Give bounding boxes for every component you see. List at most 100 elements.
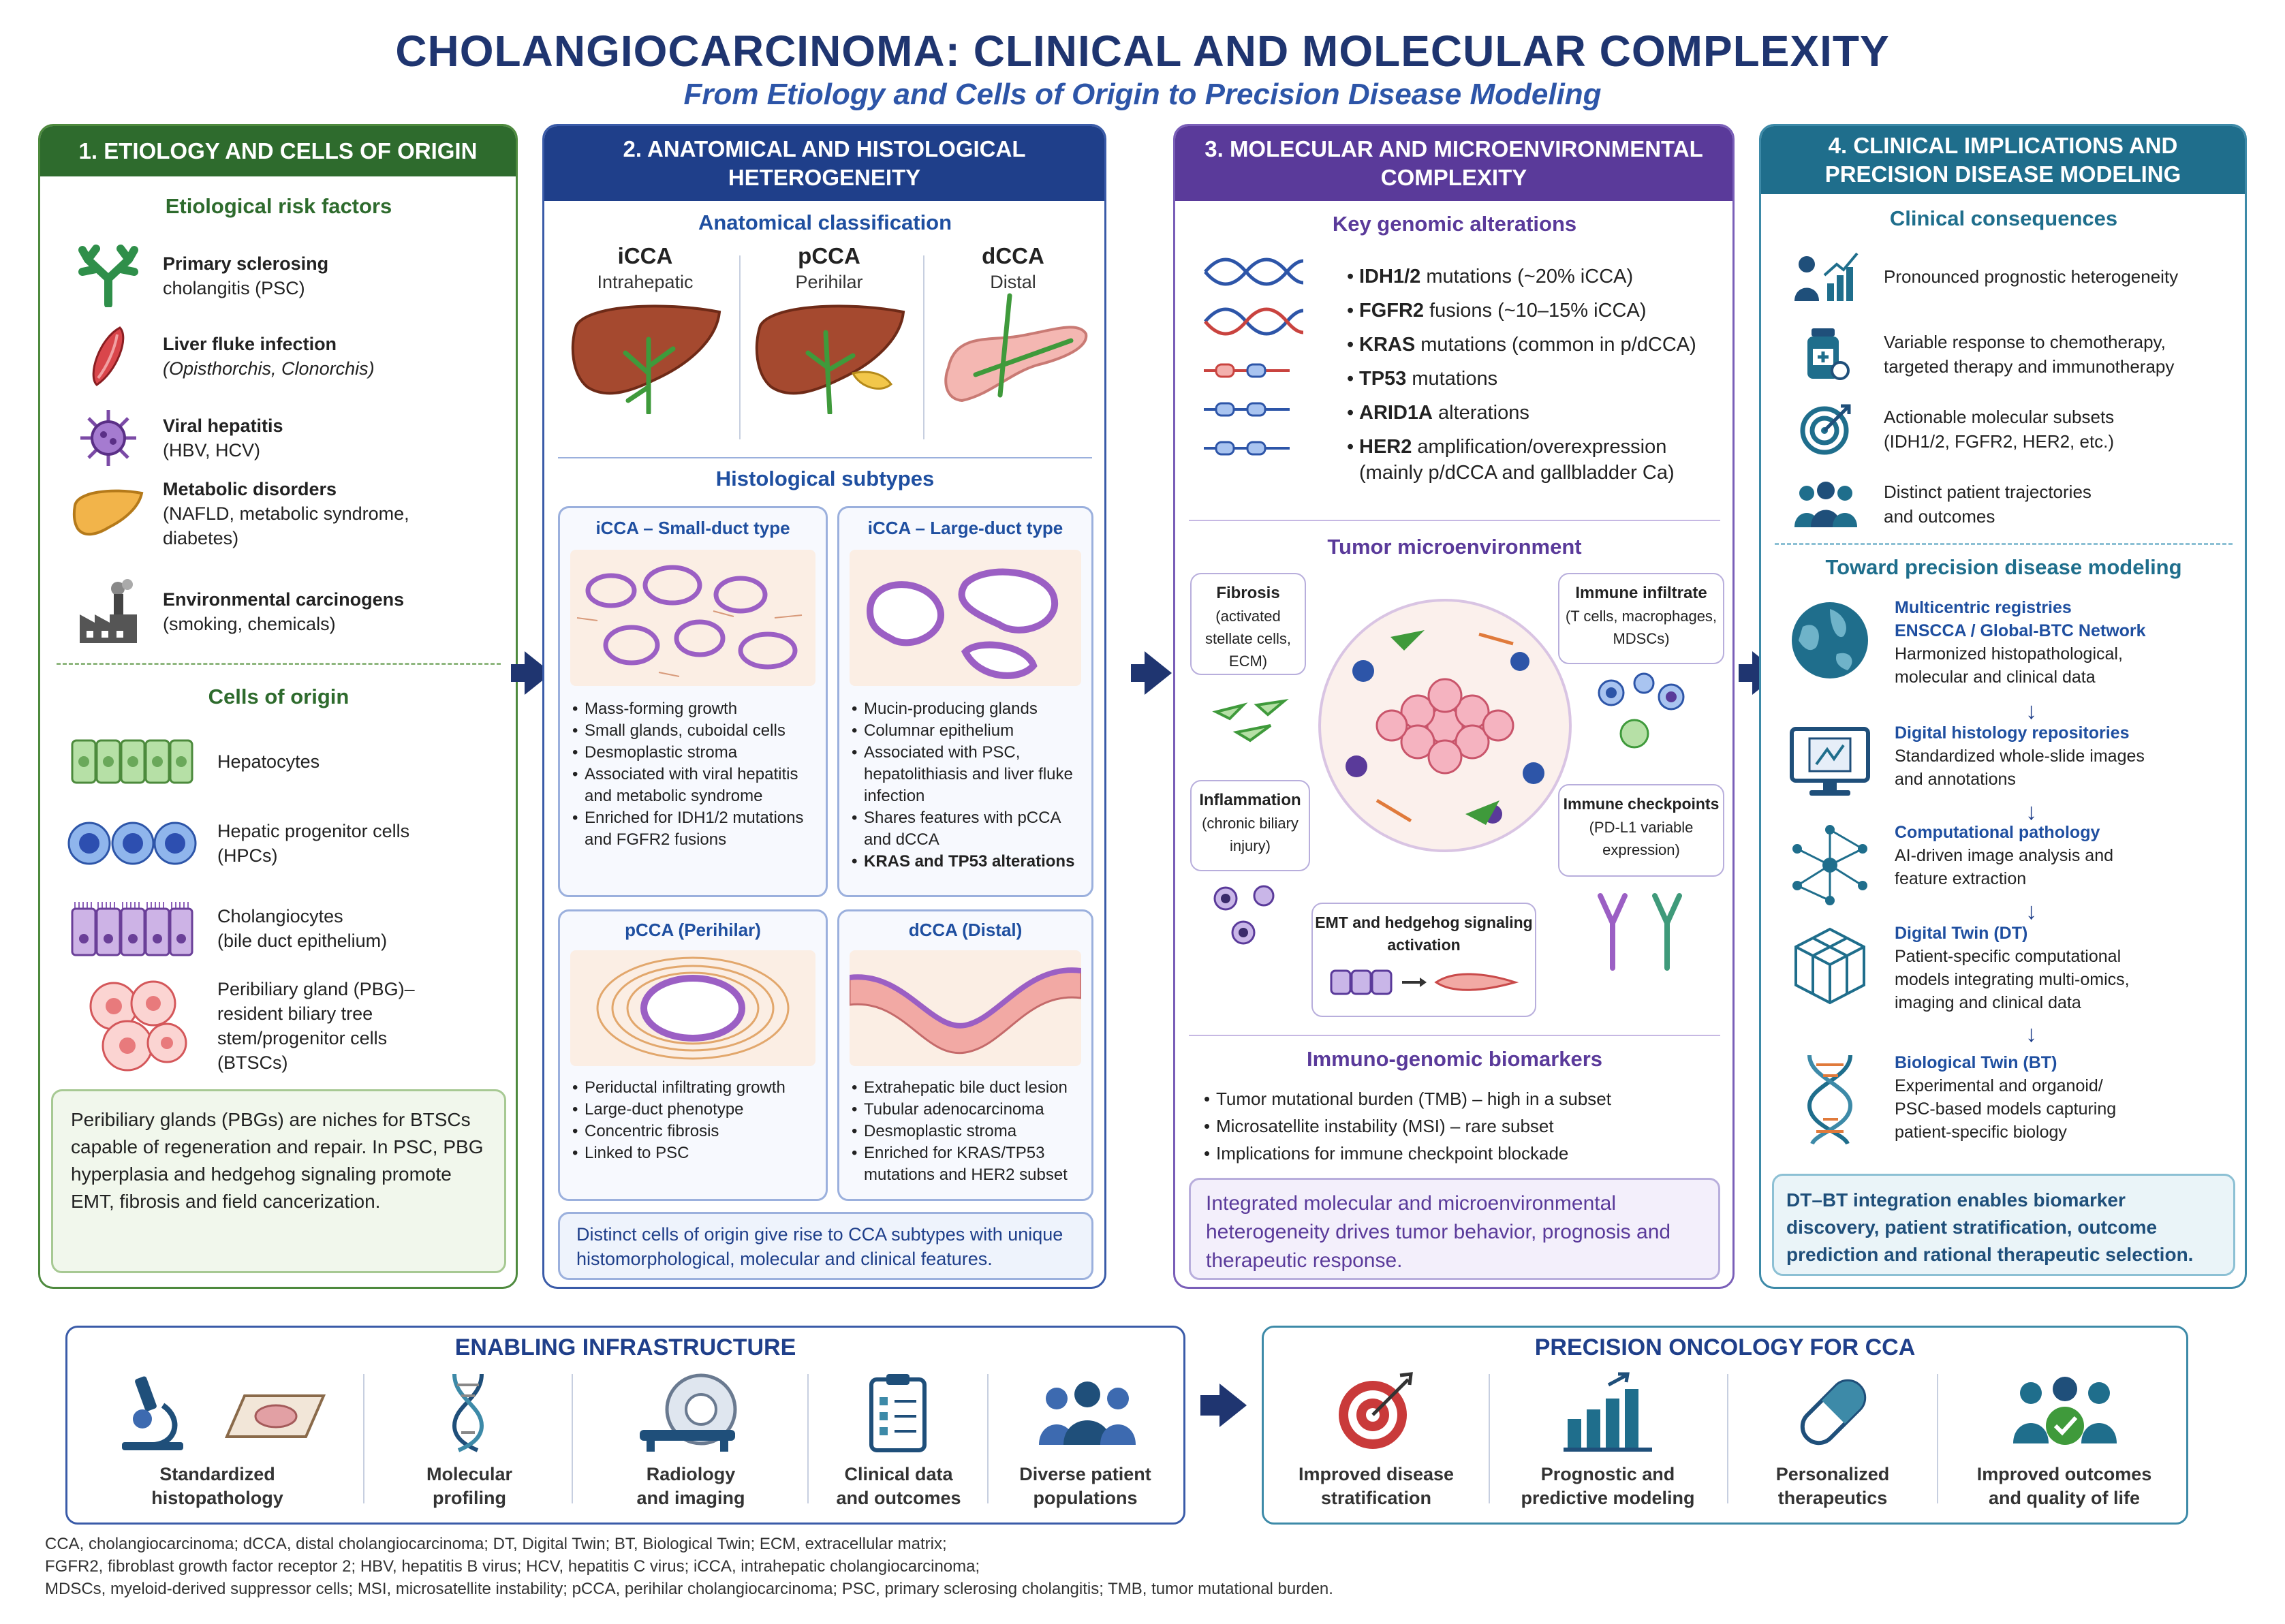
cell-detail: (bile duct epithelium) bbox=[217, 931, 388, 951]
panel-molecular: 3. MOLECULAR AND MICROENVIRONMENTAL COMP… bbox=[1173, 124, 1735, 1289]
flow-arrow-bottom-head bbox=[1219, 1384, 1247, 1427]
tme-desc: (chronic biliary injury) bbox=[1202, 815, 1299, 854]
emt-transition-icon bbox=[1330, 969, 1519, 995]
flow-arrow-bottom bbox=[1200, 1395, 1221, 1416]
step-registries: Multicentric registries ENSCCA / Global-… bbox=[1786, 596, 2146, 689]
tme-emt: EMT and hedgehog signaling activation bbox=[1311, 903, 1536, 1017]
liver-icon bbox=[67, 476, 149, 551]
step-subtitle: ENSCCA / Global-BTC Network bbox=[1895, 621, 2146, 640]
hist-title: pCCA (Perihilar) bbox=[625, 920, 761, 940]
tme-label: Inflammation bbox=[1199, 791, 1301, 809]
cell-detail: stem/progenitor cells bbox=[217, 1028, 388, 1048]
down-arrow: ↓ bbox=[2025, 799, 2037, 825]
panel-etiology: 1. ETIOLOGY AND CELLS OF ORIGIN Etiologi… bbox=[38, 124, 518, 1289]
risk-factor-metabolic: Metabolic disorders (NAFLD, metabolic syn… bbox=[67, 476, 409, 551]
note-text: Distinct cells of origin give rise to CC… bbox=[576, 1224, 1063, 1269]
target-icon bbox=[1788, 399, 1863, 460]
section-title: Tumor microenvironment bbox=[1327, 535, 1582, 559]
hist-title: dCCA (Distal) bbox=[908, 920, 1023, 940]
biomarker-item: Tumor mutational burden (TMB) – high in … bbox=[1202, 1085, 1611, 1112]
step-desc: models integrating multi-omics, bbox=[1895, 970, 2130, 989]
hist-features: Extrahepatic bile duct lesion Tubular ad… bbox=[850, 1077, 1082, 1186]
consequence-detail: targeted therapy and immunotherapy bbox=[1884, 356, 2175, 377]
step-desc: feature extraction bbox=[1895, 869, 2027, 888]
biomarker-item: Microsatellite instability (MSI) – rare … bbox=[1202, 1112, 1611, 1140]
risk-detail: (smoking, chemicals) bbox=[163, 614, 336, 634]
step-desc: Harmonized histopathological, bbox=[1895, 644, 2123, 663]
cell-detail: (HPCs) bbox=[217, 845, 278, 866]
gene-segment-icon bbox=[1204, 402, 1290, 417]
consequence-label: Distinct patient trajectories bbox=[1884, 482, 2092, 502]
tme-label: Fibrosis bbox=[1216, 584, 1280, 602]
gene-item: TP53 mutations bbox=[1346, 362, 1696, 396]
consequence-label: Variable response to chemotherapy, bbox=[1884, 332, 2166, 352]
tme-desc: (activated stellate cells, ECM) bbox=[1205, 608, 1291, 670]
cell-detail: resident biliary tree bbox=[217, 1003, 373, 1024]
risk-factor-environmental: Environmental carcinogens(smoking, chemi… bbox=[67, 574, 404, 649]
hist-feature: Mass-forming growth bbox=[571, 698, 813, 720]
anat-code: iCCA bbox=[617, 243, 673, 268]
step-title: Digital Twin (DT) bbox=[1895, 924, 2028, 943]
gene-item: HER2 amplification/overexpression(mainly… bbox=[1346, 434, 1696, 486]
inflammatory-cells-icon bbox=[1213, 885, 1275, 945]
growth-chart-icon bbox=[1564, 1372, 1652, 1452]
anat-name: Perihilar bbox=[795, 272, 863, 292]
divider bbox=[57, 663, 501, 665]
risk-main: Metabolic disorders bbox=[163, 479, 337, 499]
microscope-icon bbox=[122, 1376, 183, 1450]
bullseye-icon bbox=[1339, 1372, 1413, 1449]
consequence-actionable: Actionable molecular subsets (IDH1/2, FGF… bbox=[1788, 399, 2114, 460]
footnote-line: MDSCs, myeloid-derived suppressor cells;… bbox=[45, 1580, 1333, 1598]
hist-feature: Associated with viral hepatitis and meta… bbox=[571, 764, 813, 807]
biomarker-list: Tumor mutational burden (TMB) – high in … bbox=[1202, 1085, 1611, 1167]
note-text: Peribiliary glands (PBGs) are niches for… bbox=[71, 1109, 484, 1212]
precision-oncology: PRECISION ONCOLOGY FOR CCA Improved dise… bbox=[1262, 1326, 2188, 1525]
panel-header: 4. CLINICAL IMPLICATIONS AND PRECISION D… bbox=[1761, 126, 2245, 194]
hist-feature: Tubular adenocarcinoma bbox=[850, 1099, 1082, 1121]
integration-note: DT–BT integration enables biomarker disc… bbox=[1772, 1174, 2235, 1276]
cube-icon bbox=[1786, 922, 1874, 1010]
down-arrow: ↓ bbox=[2025, 1021, 2037, 1047]
consequence-detail: (IDH1/2, FGFR2, HER2, etc.) bbox=[1884, 431, 2115, 452]
panel-heterogeneity: 2. ANATOMICAL AND HISTOLOGICAL HETEROGEN… bbox=[542, 124, 1106, 1289]
risk-main: Viral hepatitis bbox=[163, 416, 283, 436]
hist-distal: dCCA (Distal) Extrahepatic bile duct les… bbox=[837, 909, 1093, 1201]
hist-features: Mucin-producing glands Columnar epitheli… bbox=[850, 698, 1082, 873]
cell-hepatocytes: Hepatocytes bbox=[67, 731, 320, 792]
panel-header: 3. MOLECULAR AND MICROENVIRONMENTAL COMP… bbox=[1175, 126, 1732, 201]
hist-feature: Enriched for KRAS/TP53 mutations and HER… bbox=[850, 1142, 1082, 1186]
note-text: Integrated molecular and microenvironmen… bbox=[1206, 1192, 1671, 1272]
step-title: Multicentric registries bbox=[1895, 598, 2072, 617]
anat-name: Intrahepatic bbox=[597, 272, 694, 292]
section-title: Cells of origin bbox=[208, 685, 349, 708]
flow-arrow-1 bbox=[511, 664, 526, 682]
tme-label: Immune infiltrate bbox=[1575, 584, 1707, 602]
gene-item: FGFR2 fusions (~10–15% iCCA) bbox=[1346, 294, 1696, 328]
globe-icon bbox=[1786, 596, 1874, 685]
progenitor-cells-icon bbox=[67, 813, 197, 874]
hist-feature: Extrahepatic bile duct lesion bbox=[850, 1077, 1082, 1099]
flow-arrow-2 bbox=[1131, 664, 1146, 682]
tme-desc: (PD-L1 variable expression) bbox=[1589, 819, 1694, 858]
anat-code: pCCA bbox=[798, 243, 860, 268]
section-title: Anatomical classification bbox=[698, 210, 952, 234]
hist-feature: Associated with PSC, hepatolithiasis and… bbox=[850, 742, 1082, 807]
dna-icon bbox=[1204, 307, 1304, 336]
main-subtitle: From Etiology and Cells of Origin to Pre… bbox=[683, 78, 1602, 111]
consequence-label: Actionable molecular subsets bbox=[1884, 407, 2115, 427]
capsule-icon bbox=[1800, 1379, 1867, 1446]
tme-desc: (T cells, macrophages, MDSCs) bbox=[1565, 608, 1717, 647]
hist-small-duct: iCCA – Small-duct type Mass-forming grow… bbox=[558, 506, 828, 897]
panel-clinical: 4. CLINICAL IMPLICATIONS AND PRECISION D… bbox=[1759, 124, 2247, 1289]
risk-detail: (Opisthorchis, Clonorchis) bbox=[163, 358, 375, 379]
pbg-note: Peribiliary glands (PBGs) are niches for… bbox=[51, 1089, 506, 1273]
consequence-detail: and outcomes bbox=[1884, 506, 1995, 527]
note-text: DT–BT integration enables biomarker disc… bbox=[1786, 1189, 2194, 1265]
risk-detail: (NAFLD, metabolic syndrome, bbox=[163, 503, 409, 524]
risk-detail: (HBV, HCV) bbox=[163, 440, 261, 460]
